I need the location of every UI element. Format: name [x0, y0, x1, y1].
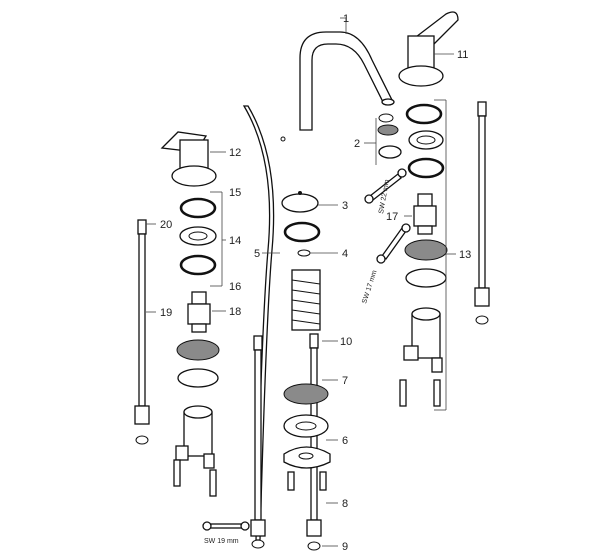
part-label-4: 4	[342, 248, 348, 260]
part-label-9: 9	[342, 541, 348, 553]
part-label-2: 2	[354, 138, 360, 150]
part-label-13: 13	[459, 249, 471, 261]
part-label-12: 12	[229, 147, 241, 159]
part-label-10: 10	[340, 336, 352, 348]
wrench-size-label-22: SW 22 mm	[378, 179, 391, 214]
part-label-3: 3	[342, 200, 348, 212]
small-o-ring-part	[297, 249, 311, 257]
left-cartridge-part	[187, 291, 211, 333]
spout-part	[299, 31, 395, 131]
part-label-6: 6	[342, 435, 348, 447]
mounting-set-part	[283, 383, 331, 491]
screw-part	[173, 459, 181, 487]
o-ring-part	[283, 221, 321, 243]
part-label-11: 11	[457, 49, 468, 61]
left-ring-stack	[176, 197, 220, 388]
screw-part	[433, 379, 441, 407]
part-label-8: 8	[342, 498, 348, 510]
right-cartridge-part	[413, 193, 437, 235]
left-handle-part	[160, 131, 217, 187]
left-hose-part	[134, 219, 150, 445]
part-label-1: 1	[343, 13, 349, 25]
part-label-15: 15	[229, 187, 241, 199]
part-label-14: 14	[229, 235, 241, 247]
threaded-sleeve-part	[291, 269, 321, 331]
middle-hose-part	[250, 335, 266, 549]
cap-part	[281, 191, 319, 213]
wrench-icon	[364, 168, 407, 204]
right-hose-part	[474, 101, 490, 325]
right-handle-part	[398, 11, 459, 87]
right-ring-stack	[404, 103, 448, 288]
wrench-size-label-19: SW 19 mm	[204, 538, 239, 545]
wrench-icon	[202, 521, 250, 531]
right-valve-body-part	[403, 307, 443, 373]
part-label-16: 16	[229, 281, 241, 293]
small-rings-part	[377, 113, 402, 159]
flexible-rod-part	[242, 105, 286, 541]
screw-part	[399, 379, 407, 407]
screw-part	[209, 469, 217, 497]
part-label-18: 18	[229, 306, 241, 318]
part-label-7: 7	[342, 375, 348, 387]
part-label-5: 5	[254, 248, 260, 260]
left-valve-body-part	[175, 405, 215, 469]
wrench-size-label-17: SW 17 mm	[361, 269, 378, 304]
part-label-17: 17	[386, 211, 398, 223]
center-rod-part	[306, 333, 322, 551]
part-label-20: 20	[160, 219, 172, 231]
part-label-19: 19	[160, 307, 172, 319]
wrench-icon	[376, 223, 411, 264]
leader-lines	[146, 17, 456, 547]
